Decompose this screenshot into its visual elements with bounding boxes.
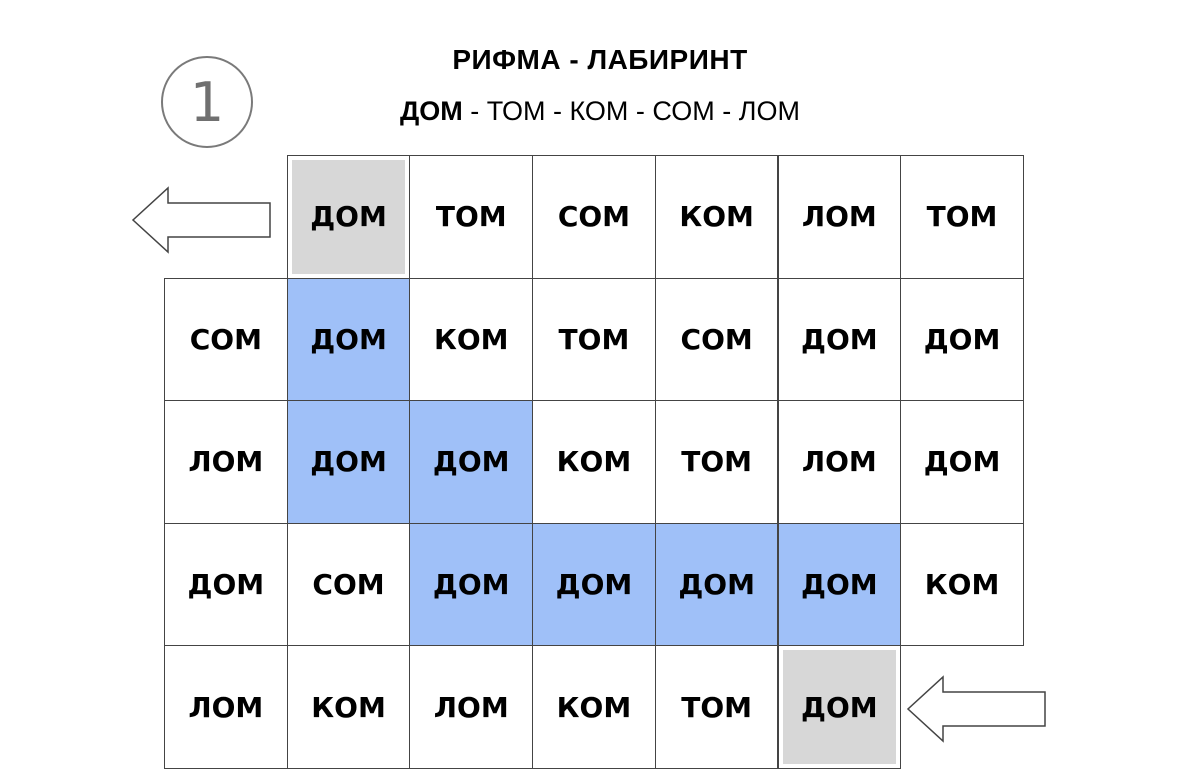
puzzle-number-badge: 1 [161, 56, 253, 148]
cell-word: ТОМ [926, 200, 998, 234]
cell-word: ЛОМ [801, 200, 877, 234]
maze-path-cell[interactable]: ДОМ [532, 522, 656, 647]
maze-cell[interactable]: КОМ [532, 645, 656, 769]
maze-cell[interactable]: КОМ [286, 645, 411, 769]
maze-cell[interactable]: ДОМ [900, 400, 1024, 524]
rhyme-word-list: ДОМ - ТОМ - КОМ - СОМ - ЛОМ [0, 96, 1200, 127]
cell-word: ЛОМ [188, 445, 264, 479]
maze-cell[interactable]: ДОМ [777, 277, 902, 402]
cell-word: ДОМ [923, 445, 1001, 479]
maze-cell[interactable]: ТОМ [409, 155, 534, 279]
cell-word: ЛОМ [801, 445, 877, 479]
maze-path-cell[interactable]: ДОМ [286, 277, 411, 402]
maze-cell[interactable]: КОМ [409, 277, 534, 402]
page-title: РИФМА - ЛАБИРИНТ [452, 44, 748, 75]
maze-path-cell[interactable]: ДОМ [409, 522, 534, 647]
maze-cell[interactable]: ТОМ [654, 645, 779, 769]
cell-word: ДОМ [801, 690, 878, 724]
cell-word: ЛОМ [188, 690, 264, 724]
cell-word: ДОМ [432, 568, 510, 602]
cell-word: СОМ [312, 568, 385, 602]
maze-cell[interactable]: СОМ [164, 277, 288, 402]
cell-word: КОМ [679, 200, 754, 234]
maze-path-cell[interactable]: ДОМ [286, 400, 411, 524]
maze-cell[interactable]: ЛОМ [164, 400, 288, 524]
maze-cell[interactable]: СОМ [286, 522, 411, 647]
cell-word: КОМ [433, 322, 509, 356]
cell-word: ДОМ [923, 322, 1001, 356]
cell-word: ЛОМ [433, 690, 509, 724]
cell-word: ДОМ [432, 445, 510, 479]
maze-cell[interactable]: ЛОМ [777, 155, 902, 279]
cell-word: ТОМ [681, 445, 753, 479]
maze-cell[interactable]: ДОМ [164, 522, 288, 647]
cell-word: ДОМ [678, 568, 755, 602]
maze-cell[interactable]: ЛОМ [164, 645, 288, 769]
cell-word: КОМ [556, 690, 632, 724]
cell-word: ДОМ [310, 322, 387, 356]
maze-cell[interactable]: ТОМ [532, 277, 656, 402]
maze-cell[interactable]: КОМ [900, 522, 1024, 647]
cell-word: ДОМ [310, 200, 387, 234]
maze-endpoint-cell[interactable]: ДОМ [286, 155, 411, 279]
cell-word: ДОМ [555, 568, 633, 602]
rhyme-words: - ТОМ - КОМ - СОМ - ЛОМ [462, 96, 800, 126]
maze-cell[interactable]: ДОМ [900, 277, 1024, 402]
maze-cell[interactable]: СОМ [532, 155, 656, 279]
maze-cell[interactable]: ЛОМ [409, 645, 534, 769]
entry-arrow-left-icon [906, 675, 1046, 743]
cell-word: КОМ [311, 690, 386, 724]
exit-arrow-left-icon [131, 186, 271, 254]
maze-endpoint-cell[interactable]: ДОМ [777, 645, 902, 769]
cell-word: ДОМ [801, 322, 878, 356]
cell-word: КОМ [556, 445, 632, 479]
cell-word: СОМ [680, 322, 753, 356]
cell-word: СОМ [557, 200, 631, 234]
target-word: ДОМ [399, 96, 463, 126]
maze-cell[interactable]: СОМ [654, 277, 779, 402]
cell-word: КОМ [924, 568, 1000, 602]
maze-cell[interactable]: КОМ [654, 155, 779, 279]
maze-cell[interactable]: ТОМ [654, 400, 779, 524]
cell-word: ТОМ [435, 200, 507, 234]
cell-word: ТОМ [558, 322, 630, 356]
cell-word: ДОМ [187, 568, 265, 602]
maze-path-cell[interactable]: ДОМ [409, 400, 534, 524]
maze-path-cell[interactable]: ДОМ [654, 522, 779, 647]
maze-cell[interactable]: ЛОМ [777, 400, 902, 524]
maze-path-cell[interactable]: ДОМ [777, 522, 902, 647]
cell-word: ДОМ [801, 568, 878, 602]
cell-word: СОМ [189, 322, 262, 356]
cell-word: ТОМ [681, 690, 753, 724]
maze-cell[interactable]: ТОМ [900, 155, 1024, 279]
maze-cell[interactable]: КОМ [532, 400, 656, 524]
cell-word: ДОМ [310, 445, 387, 479]
